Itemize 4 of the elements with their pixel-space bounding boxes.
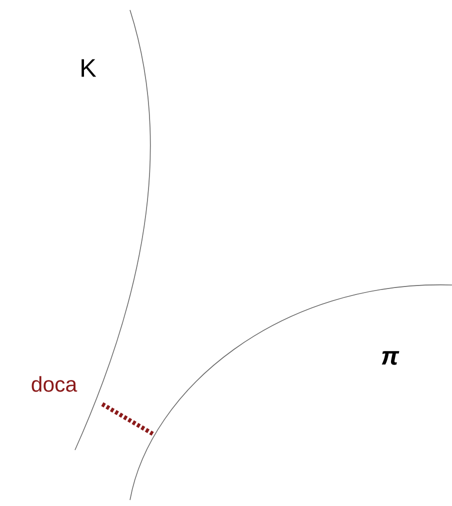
track-label: π — [382, 351, 400, 365]
dashed-line — [101, 402, 154, 436]
edge-label: doca — [32, 376, 78, 392]
track-label: K — [82, 59, 96, 77]
